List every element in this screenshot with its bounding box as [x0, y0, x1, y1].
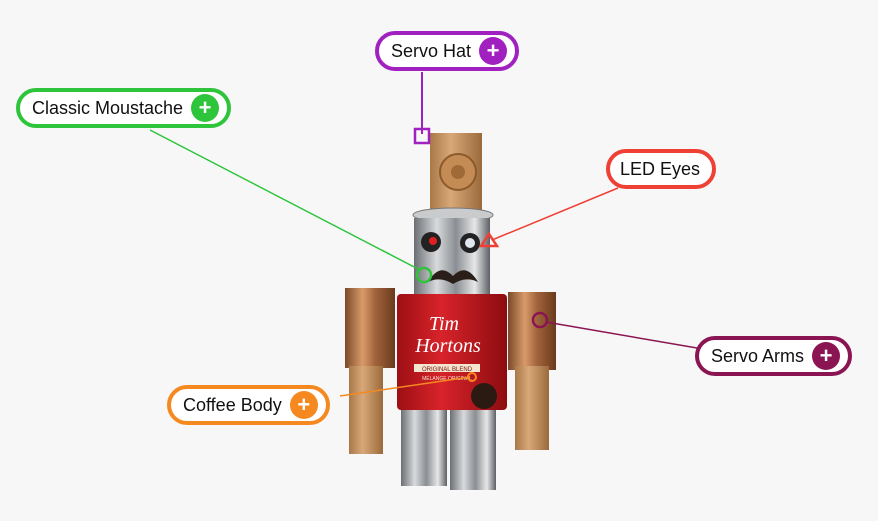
can-logo-line2: Hortons: [414, 335, 481, 357]
right-leg-can: [450, 410, 496, 490]
servo-hat-marker[interactable]: [413, 127, 431, 145]
plus-icon[interactable]: +: [191, 94, 220, 122]
servo-hat-label: Servo Hat: [391, 40, 472, 61]
coffee-cup: [471, 383, 497, 409]
servo-arms-connector: [545, 321, 698, 349]
coffee-body-connector: [339, 376, 471, 397]
moustache: [428, 270, 478, 284]
moustache-marker[interactable]: [415, 266, 433, 284]
left-leg-can: [401, 410, 447, 486]
moustache-connector: [149, 129, 421, 271]
coffee-can-body: [397, 294, 507, 410]
left-arm-can: [345, 288, 395, 368]
led-eyes-connector: [491, 187, 619, 241]
coffee-body-hotspot[interactable]: Coffee Body +: [167, 385, 330, 425]
classic-moustache-hotspot[interactable]: Classic Moustache +: [16, 88, 232, 128]
right-arm-can: [508, 292, 556, 370]
coffee-body-label: Coffee Body: [183, 394, 282, 415]
left-arm-tube: [349, 366, 383, 454]
servo-arms-hotspot[interactable]: Servo Arms +: [695, 336, 853, 376]
plus-icon[interactable]: +: [812, 342, 841, 370]
right-arm-tube: [515, 366, 549, 450]
servo-arms-label: Servo Arms: [711, 345, 805, 366]
classic-moustache-label: Classic Moustache: [32, 97, 184, 118]
led-eyes-label: LED Eyes: [620, 158, 701, 179]
led-eyes-marker[interactable]: [478, 231, 500, 248]
coffee-body-marker[interactable]: [467, 372, 477, 382]
servo-arms-marker[interactable]: [531, 311, 549, 329]
gear-decoration: [439, 153, 477, 191]
can-logo-line1: Tim: [429, 313, 459, 335]
led-eyes-hotspot[interactable]: LED Eyes: [606, 149, 717, 189]
can-sub2: MÉLANGE ORIGINAL: [422, 375, 472, 382]
plus-icon[interactable]: +: [289, 391, 318, 419]
head-can: [414, 218, 490, 296]
plus-icon[interactable]: +: [479, 37, 508, 65]
servo-hat-hotspot[interactable]: Servo Hat +: [375, 31, 520, 71]
can-sub1: ORIGINAL BLEND: [422, 367, 473, 373]
